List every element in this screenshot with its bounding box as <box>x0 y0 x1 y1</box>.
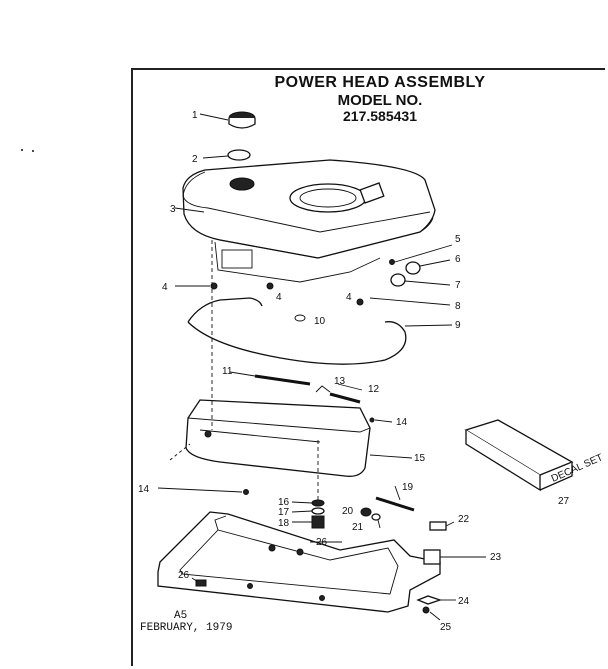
alignment-lines <box>169 240 319 505</box>
model-label: MODEL NO. <box>337 92 423 109</box>
callout-23: 23 <box>490 552 502 563</box>
stray-mark <box>32 150 34 152</box>
callout-3: 3 <box>170 204 176 215</box>
callout-20: 20 <box>342 506 354 517</box>
callout-16: 16 <box>278 497 290 508</box>
callout-8: 8 <box>455 301 461 312</box>
callout-19: 19 <box>402 482 414 493</box>
callout-14a: 14 <box>396 417 408 428</box>
filler-cap <box>199 111 256 129</box>
callout-10: 10 <box>314 316 326 327</box>
lower-fasteners <box>191 577 456 621</box>
callout-7: 7 <box>455 280 461 291</box>
callout-4b: 4 <box>276 292 282 303</box>
callout-15: 15 <box>414 453 426 464</box>
callout-27: 27 <box>558 496 570 507</box>
footer-code: A5 <box>174 610 188 622</box>
callout-14b: 14 <box>138 484 150 495</box>
callout-17: 17 <box>278 507 290 518</box>
diagram-title: POWER HEAD ASSEMBLY <box>274 74 486 91</box>
base-frame <box>157 511 486 613</box>
stray-mark <box>21 149 23 151</box>
callout-12: 12 <box>368 384 380 395</box>
decal-set-box: DECAL SET <box>464 419 605 492</box>
callout-11: 11 <box>222 366 233 377</box>
callout-21: 21 <box>352 522 364 533</box>
screw-lower <box>243 489 249 495</box>
callout-13: 13 <box>334 376 346 387</box>
diagram-frame <box>131 68 605 666</box>
callout-18: 18 <box>278 518 290 529</box>
callout-24: 24 <box>458 596 470 607</box>
callout-4c: 4 <box>346 292 352 303</box>
callout-26a: 26 <box>316 537 328 548</box>
model-number: 217.585431 <box>343 108 417 124</box>
callout-6: 6 <box>455 254 461 265</box>
o-ring <box>294 314 306 322</box>
callout-5: 5 <box>455 234 461 245</box>
callout-4a: 4 <box>162 282 168 293</box>
seal-gasket <box>187 297 453 365</box>
callout-25: 25 <box>440 622 452 633</box>
lower-pan <box>185 399 413 477</box>
screws-and-nuts-upper <box>175 244 453 306</box>
callout-2: 2 <box>192 154 198 165</box>
callout-22: 22 <box>458 514 470 525</box>
bolt-and-washers <box>360 485 455 531</box>
footer-date: FEBRUARY, 1979 <box>140 622 233 634</box>
callout-9: 9 <box>455 320 461 331</box>
fuel-tank-shroud <box>174 159 436 283</box>
cap-gasket <box>202 149 251 161</box>
callout-26b: 26 <box>178 570 190 581</box>
callout-1: 1 <box>192 110 198 121</box>
rods-and-clip <box>229 371 363 404</box>
callout-labels: 1 2 3 4 4 4 5 6 7 8 9 10 11 12 13 14 14 … <box>138 110 570 633</box>
spring-stack <box>291 499 325 529</box>
